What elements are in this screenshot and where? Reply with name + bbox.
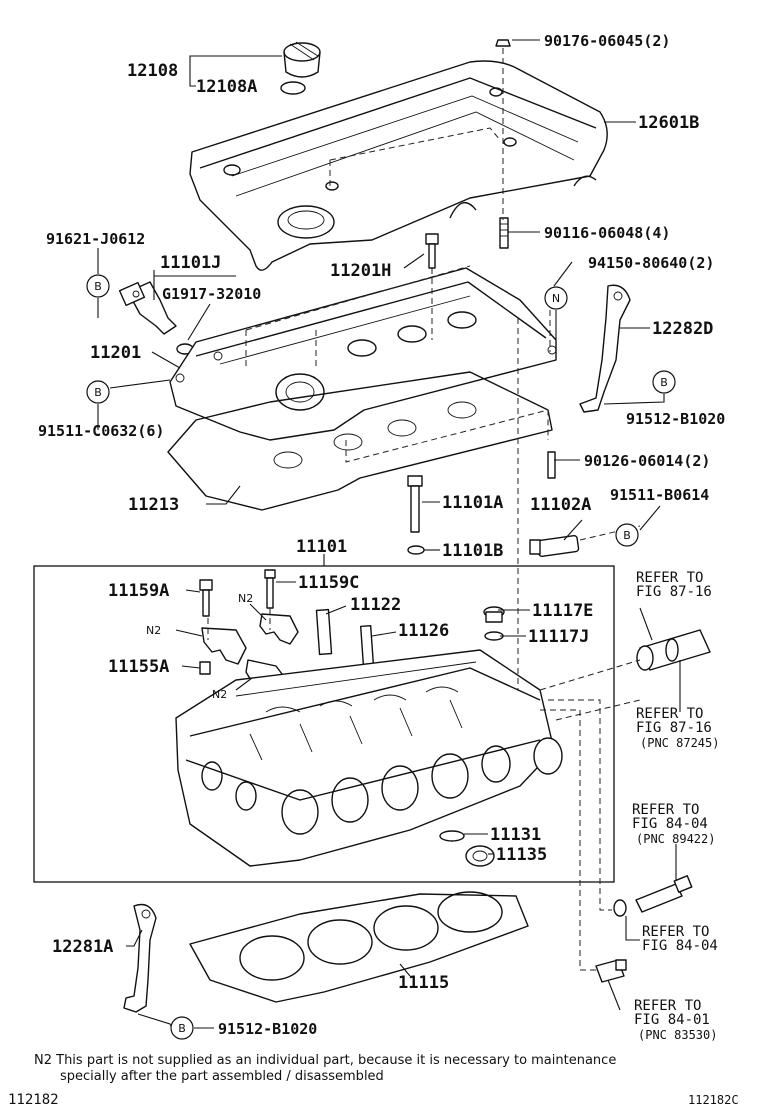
head-cover-bolt-drawing[interactable] [425, 233, 439, 269]
n2-tag-2: N2 [146, 624, 161, 637]
label-12601b[interactable]: 12601B [638, 113, 699, 133]
label-90116-06048[interactable]: 90116-06048(4) [544, 224, 670, 242]
circle-tag-b-1: B [86, 274, 110, 298]
svg-text:FIG 87-16: FIG 87-16 [636, 584, 712, 600]
refer-fig-84-04-lower[interactable]: REFER TO FIG 84-04 [642, 924, 718, 954]
label-91621-j0612[interactable]: 91621-J0612 [46, 230, 145, 248]
svg-text:(PNC 87245): (PNC 87245) [640, 736, 719, 750]
svg-text:REFER TO: REFER TO [634, 998, 701, 1014]
label-11155a[interactable]: 11155A [108, 657, 169, 677]
svg-text:B: B [660, 376, 668, 389]
cylinder-head-tube-drawing[interactable] [359, 624, 375, 666]
label-11159c[interactable]: 11159C [298, 573, 359, 593]
label-11201h[interactable]: 11201H [330, 261, 391, 281]
dowel-pin-drawing[interactable] [199, 661, 211, 675]
label-12108[interactable]: 12108 [127, 61, 178, 81]
svg-text:REFER TO: REFER TO [636, 570, 703, 586]
label-11126[interactable]: 11126 [398, 621, 449, 641]
label-11115[interactable]: 11115 [398, 973, 449, 993]
cover-gasket-drawing[interactable] [167, 371, 553, 511]
svg-text:FIG 84-01: FIG 84-01 [634, 1012, 710, 1028]
label-11122[interactable]: 11122 [350, 595, 401, 615]
label-11102a[interactable]: 11102A [530, 495, 591, 515]
label-11201[interactable]: 11201 [90, 343, 141, 363]
head-gasket-drawing[interactable] [189, 891, 529, 1003]
cylinder-head-drawing[interactable] [175, 649, 563, 867]
circle-tag-b-2: B [86, 380, 110, 404]
cover-nut-drawing[interactable] [495, 39, 511, 47]
label-12108a[interactable]: 12108A [196, 77, 257, 97]
n2-tag-1: N2 [238, 592, 253, 605]
spark-plug-tube-drawing[interactable] [315, 608, 333, 656]
bearing-cap-bolt-drawing[interactable] [199, 579, 213, 617]
svg-text:(PNC 83530): (PNC 83530) [638, 1028, 717, 1042]
svg-text:(PNC 89422): (PNC 89422) [636, 832, 715, 846]
engine-hanger-rear-drawing[interactable] [579, 284, 631, 413]
label-12281a[interactable]: 12281A [52, 937, 113, 957]
label-g1917-32010[interactable]: G1917-32010 [162, 285, 261, 303]
circle-tag-b-3: B [652, 370, 676, 394]
engine-hanger-front-drawing[interactable] [123, 903, 157, 1013]
label-11117e[interactable]: 11117E [532, 601, 593, 621]
footer-right-code: 112182C [688, 1093, 739, 1107]
refer-fig-87-16-upper[interactable]: REFER TO FIG 87-16 [636, 570, 712, 600]
svg-text:REFER TO: REFER TO [642, 924, 709, 940]
label-90176-06045[interactable]: 90176-06045(2) [544, 32, 670, 50]
svg-text:FIG 84-04: FIG 84-04 [632, 816, 708, 832]
svg-text:B: B [623, 529, 631, 542]
svg-text:FIG 84-04: FIG 84-04 [642, 938, 718, 954]
label-11101b[interactable]: 11101B [442, 541, 503, 561]
footer-left-code: 112182 [8, 1092, 59, 1108]
svg-text:B: B [94, 386, 102, 399]
label-11131[interactable]: 11131 [490, 825, 541, 845]
oil-pressure-sender-drawing[interactable] [595, 959, 627, 983]
label-11135[interactable]: 11135 [496, 845, 547, 865]
svg-text:FIG 87-16: FIG 87-16 [636, 720, 712, 736]
screw-plug-drawing[interactable] [483, 606, 505, 623]
label-11101j[interactable]: 11101J [160, 253, 221, 273]
n2-tag-3: N2 [212, 688, 227, 701]
circle-tag-b-5: B [170, 1016, 194, 1040]
note-line-1: N2 This part is not supplied as an indiv… [34, 1053, 616, 1068]
bearing-cap-bolt-c-drawing[interactable] [264, 569, 276, 609]
water-hose-drawing[interactable] [636, 629, 711, 671]
svg-text:REFER TO: REFER TO [632, 802, 699, 818]
stud-bolt-lower-drawing[interactable] [547, 451, 556, 479]
label-11213[interactable]: 11213 [128, 495, 179, 515]
sensor-gasket-drawing[interactable] [613, 899, 627, 917]
head-bolt-drawing[interactable] [407, 475, 423, 533]
label-11117j[interactable]: 11117J [528, 627, 589, 647]
leader-lines [97, 39, 681, 1029]
head-bolt-washer-drawing[interactable] [407, 545, 425, 555]
seal-ring-drawing[interactable] [439, 830, 465, 842]
refer-fig-84-01[interactable]: REFER TO FIG 84-01 (PNC 83530) [634, 998, 717, 1042]
refer-fig-87-16-lower[interactable]: REFER TO FIG 87-16 (PNC 87245) [636, 706, 719, 750]
label-11159a[interactable]: 11159A [108, 581, 169, 601]
stud-bolt-drawing[interactable] [499, 217, 509, 249]
circle-tag-n: N [544, 286, 568, 310]
circle-tag-b-4: B [615, 523, 639, 547]
label-11101[interactable]: 11101 [296, 537, 347, 557]
label-91511-b0614[interactable]: 91511-B0614 [610, 486, 709, 504]
label-91512-b1020-upper[interactable]: 91512-B1020 [626, 410, 725, 428]
cam-sensor-drawing[interactable] [529, 534, 580, 558]
note-line-2: specially after the part assembled / dis… [60, 1069, 384, 1084]
label-91511-c0632[interactable]: 91511-C0632(6) [38, 422, 164, 440]
label-12282d[interactable]: 12282D [652, 319, 713, 339]
label-94150-80640[interactable]: 94150-80640(2) [588, 254, 714, 272]
label-91512-b1020-lower[interactable]: 91512-B1020 [218, 1020, 317, 1038]
refer-fig-84-04-upper[interactable]: REFER TO FIG 84-04 (PNC 89422) [632, 802, 715, 846]
assembly-lines [207, 48, 641, 971]
svg-text:REFER TO: REFER TO [636, 706, 703, 722]
label-11101a[interactable]: 11101A [442, 493, 503, 513]
temperature-sensor-drawing[interactable] [635, 875, 693, 913]
svg-text:B: B [178, 1022, 186, 1035]
svg-text:B: B [94, 280, 102, 293]
oil-filler-cap-drawing[interactable] [280, 41, 321, 95]
oil-control-valve-drawing[interactable] [118, 281, 194, 355]
oil-seal-drawing[interactable] [465, 845, 495, 867]
label-90126-06014[interactable]: 90126-06014(2) [584, 452, 710, 470]
svg-text:N: N [552, 292, 560, 305]
